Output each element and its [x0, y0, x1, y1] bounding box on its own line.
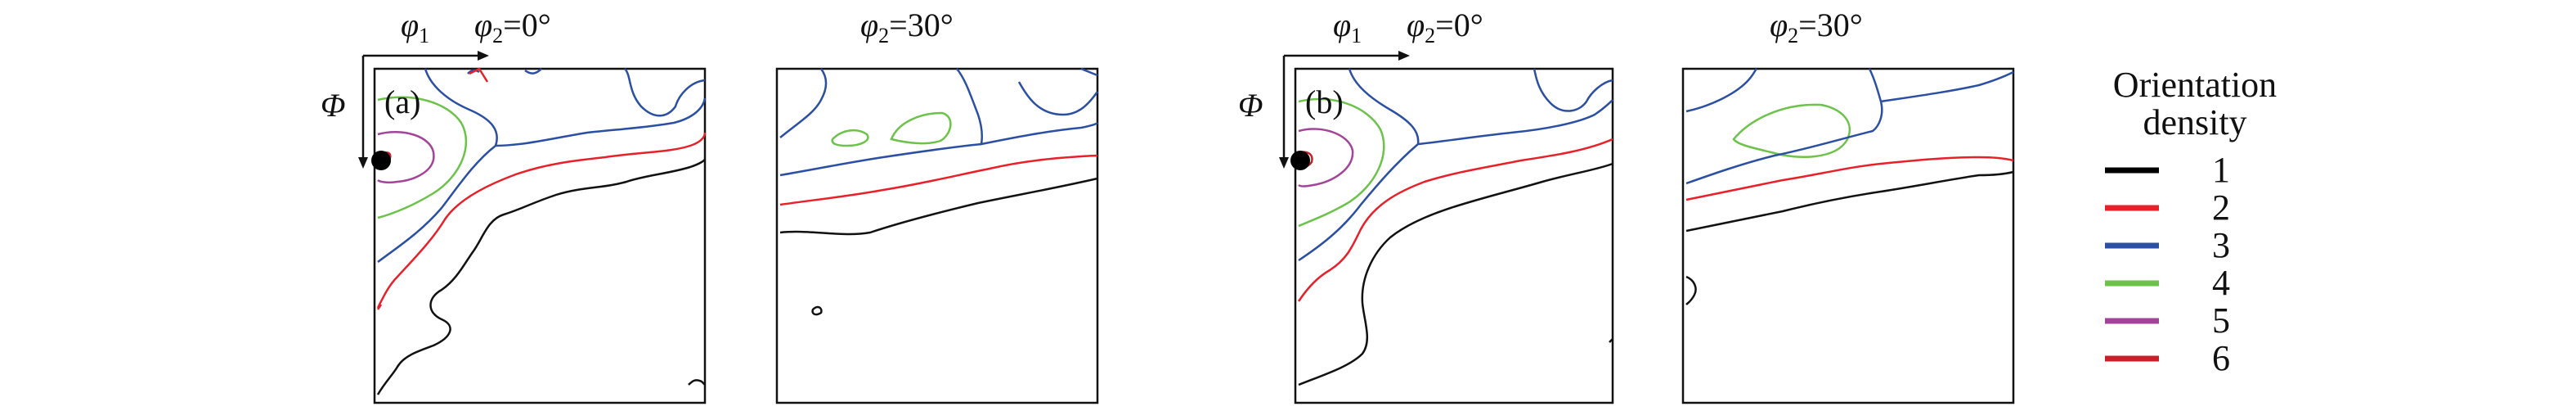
panel-label: (b): [1305, 84, 1344, 120]
phi1-axis-arrow: [1284, 51, 1410, 61]
Phi-label: Φ: [1238, 87, 1263, 124]
Phi-axis-arrow: [1279, 56, 1289, 169]
legend-label-2: 2: [2212, 187, 2230, 228]
legend-label-6: 6: [2212, 338, 2230, 378]
contour-level-2: [1297, 138, 1613, 302]
legend-label-5: 5: [2212, 300, 2230, 341]
Phi-label: Φ: [321, 87, 345, 124]
contour-level-4: [1298, 97, 1385, 228]
contour-level-1: [1685, 170, 2014, 305]
contour-level-4: [831, 111, 952, 147]
phi2-title-right: φ2=30°: [860, 7, 954, 47]
contour-level-1: [376, 158, 707, 395]
odf-section-phi2-30: [775, 67, 1099, 404]
ideal-orientation-marker: [371, 151, 391, 170]
phi2-title-left: φ2=0°: [474, 7, 551, 47]
panel-b: φ1 Φ φ2=0° φ2=30° (b): [1238, 7, 2015, 404]
legend-label-1: 1: [2212, 150, 2230, 190]
contour-level-1: [779, 177, 1098, 316]
legend-title-line2: density: [2143, 102, 2246, 142]
odf-section-phi2-0: [1294, 67, 1614, 404]
legend-title-line1: Orientation: [2113, 65, 2277, 105]
Phi-axis-arrow: [358, 56, 368, 169]
contour-level-4: [1732, 103, 1851, 159]
contour-level-5: [377, 131, 435, 184]
phi2-title-right: φ2=30°: [1770, 7, 1863, 47]
odf-section-phi2-0: [373, 67, 707, 404]
phi1-axis-arrow: [363, 51, 489, 61]
contour-level-3: [1298, 68, 1613, 262]
panel-label: (a): [384, 84, 420, 120]
panel-a: φ1 Φ φ2=0° φ2=30° (a): [321, 7, 1099, 404]
contour-level-1: [1298, 162, 1613, 386]
phi1-label: φ1: [1333, 7, 1362, 47]
contour-level-3: [779, 67, 1099, 177]
odf-section-phi2-30: [1681, 67, 2015, 404]
phi1-label: φ1: [401, 7, 429, 47]
contour-level-5: [1298, 128, 1354, 187]
contour-level-2: [779, 154, 1098, 206]
legend-label-4: 4: [2212, 263, 2230, 303]
legend-label-3: 3: [2212, 225, 2230, 265]
contour-level-3: [377, 68, 707, 264]
ideal-orientation-marker: [1290, 151, 1310, 170]
contour-level-3: [1685, 68, 2014, 185]
contour-level-4: [377, 96, 468, 219]
phi2-title-left: φ2=0°: [1407, 7, 1483, 47]
contour-level-2: [1685, 156, 2014, 201]
contour-level-2: [376, 67, 707, 310]
